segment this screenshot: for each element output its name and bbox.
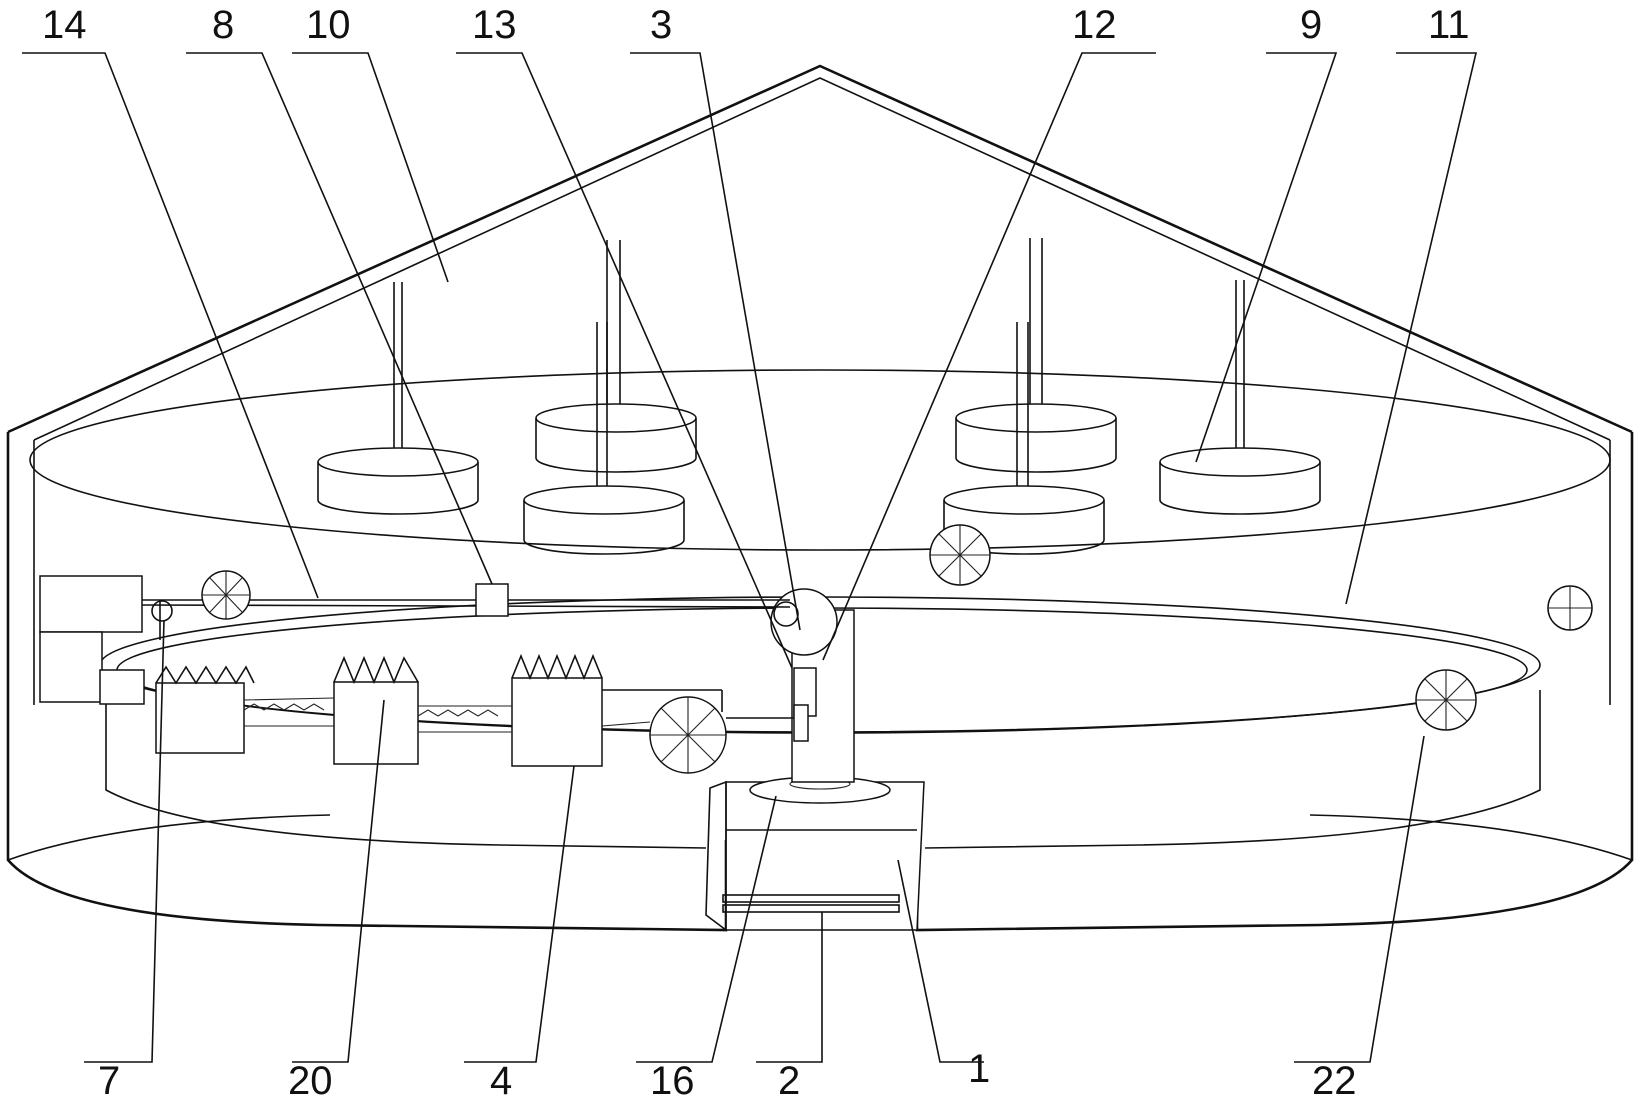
label-11: 11	[1428, 3, 1470, 47]
label-2: 2	[778, 1059, 800, 1103]
label-20: 20	[288, 1059, 333, 1103]
roof	[7, 64, 1633, 441]
top-labels: 14 8 10 13 3 12 9 11	[42, 3, 1470, 47]
label-12: 12	[1072, 3, 1117, 47]
label-16: 16	[650, 1059, 695, 1103]
aerators	[201, 524, 1593, 774]
label-8: 8	[212, 3, 234, 47]
upper-ring	[29, 369, 1611, 551]
label-7: 7	[98, 1059, 120, 1103]
leader-lines	[22, 52, 1478, 1063]
label-9: 9	[1300, 3, 1322, 47]
label-1: 1	[968, 1047, 990, 1091]
bottom-labels: 7 20 4 16 2 1 22	[98, 1047, 1357, 1103]
label-4: 4	[490, 1059, 512, 1103]
label-10: 10	[306, 3, 351, 47]
label-3: 3	[650, 3, 672, 47]
hanging-units	[317, 238, 1321, 555]
filter-modules	[155, 653, 794, 767]
label-13: 13	[472, 3, 517, 47]
base-unit	[705, 776, 925, 932]
label-14: 14	[42, 3, 87, 47]
label-22: 22	[1312, 1059, 1357, 1103]
control-boxes	[39, 575, 173, 705]
outer-wall	[6, 432, 1634, 932]
